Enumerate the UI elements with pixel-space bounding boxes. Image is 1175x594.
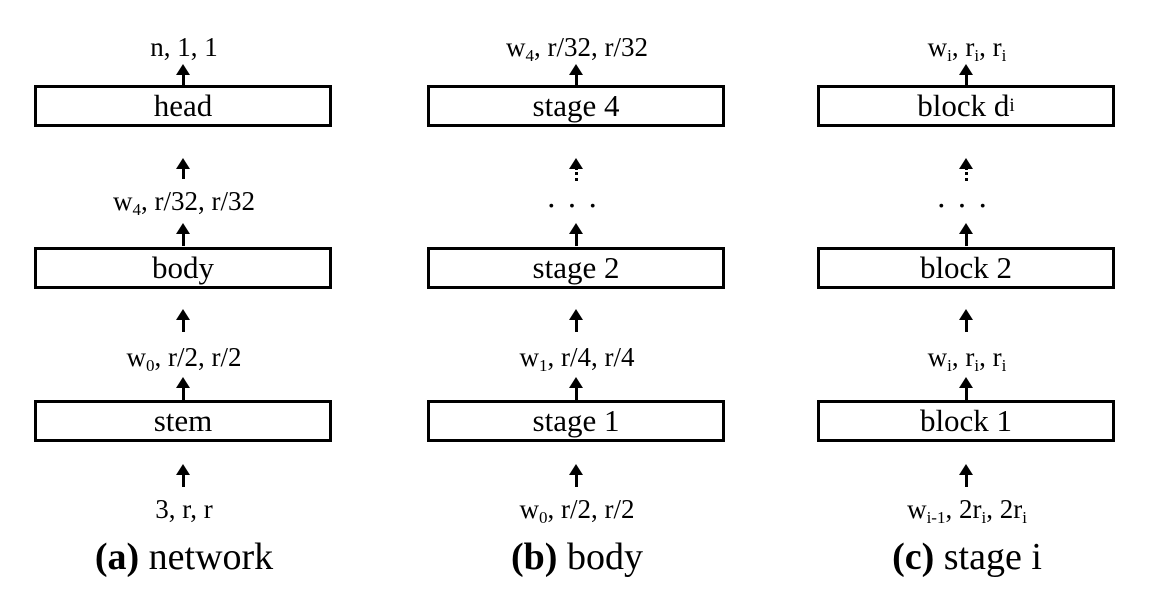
diagram-network: n, 1, 1 head w4, r/32, r/32 body w0, r/2…	[4, 0, 364, 594]
box-stage-4: stage 4	[427, 85, 725, 127]
box-stem: stem	[34, 400, 332, 442]
ellipsis: ···	[546, 187, 608, 223]
diagram-body: w4, r/32, r/32 stage 4 ··· stage 2 w1, r…	[397, 0, 757, 594]
box-body: body	[34, 247, 332, 289]
box-head: head	[34, 85, 332, 127]
ellipsis: ···	[936, 187, 998, 223]
label-output: w4, r/32, r/32	[506, 32, 648, 65]
label-input: wi-1, 2ri, 2ri	[907, 494, 1027, 527]
caption-stage: (c) stage i	[892, 536, 1042, 578]
box-block-1: block 1	[817, 400, 1115, 442]
box-block-2: block 2	[817, 247, 1115, 289]
label-output: wi, ri, ri	[927, 32, 1007, 65]
label-stage-1-output: w1, r/4, r/4	[519, 342, 635, 375]
caption-body: (b) body	[511, 536, 643, 578]
label-block-1-output: wi, ri, ri	[927, 342, 1007, 375]
label-stem-output: w0, r/2, r/2	[126, 342, 242, 375]
label-output: n, 1, 1	[150, 32, 218, 62]
label-input: 3, r, r	[155, 494, 213, 524]
box-stage-1: stage 1	[427, 400, 725, 442]
label-input: w0, r/2, r/2	[519, 494, 635, 527]
box-stage-2: stage 2	[427, 247, 725, 289]
caption-network: (a) network	[94, 536, 274, 578]
label-body-output: w4, r/32, r/32	[113, 186, 255, 219]
